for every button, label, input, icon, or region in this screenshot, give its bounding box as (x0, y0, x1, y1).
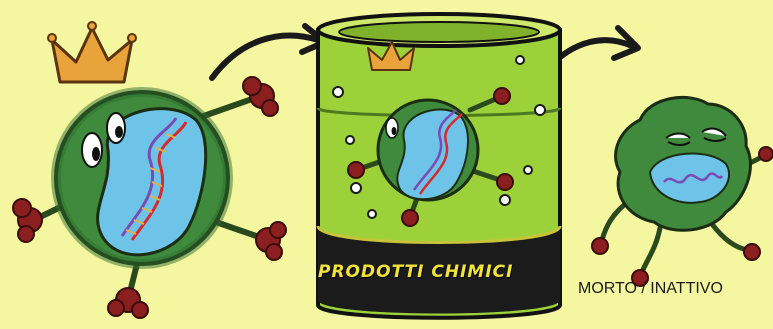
virus-inactive-icon (592, 97, 773, 286)
virus-healthy-icon (13, 22, 286, 318)
crown-icon (48, 22, 136, 82)
arrow-left-icon (212, 26, 325, 78)
inactive-label: MORTO / INATTIVO (578, 280, 723, 298)
barrel-label: PRODOTTI CHIMICI (318, 262, 558, 282)
